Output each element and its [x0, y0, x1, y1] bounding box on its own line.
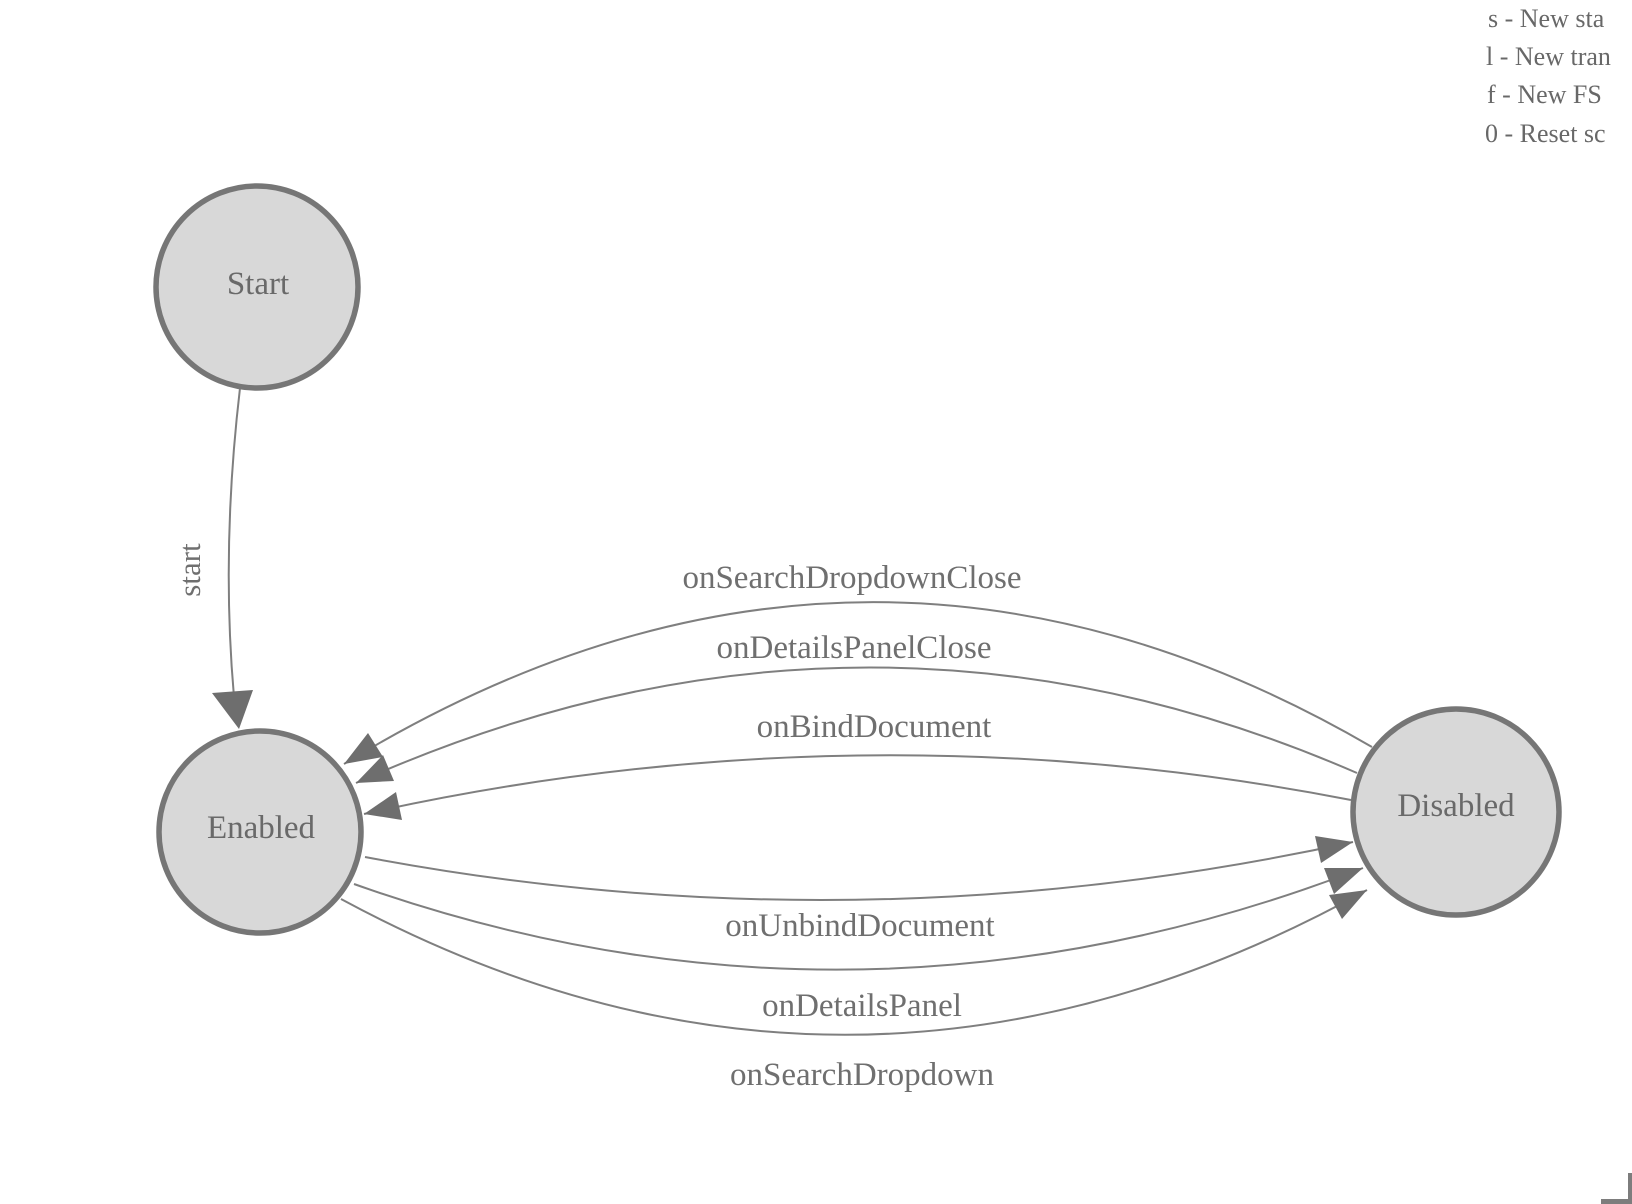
transition-onSearchDropdown: onSearchDropdown: [340, 889, 1368, 1093]
transition-label-start: start: [172, 543, 207, 597]
arrowhead-icon: [356, 755, 394, 783]
transition-start: start: [172, 387, 253, 729]
transition-onDetailsPanelClose-path[interactable]: [355, 666, 1358, 784]
state-disabled[interactable]: Disabled: [1350, 706, 1562, 918]
transition-label-onSearchDropdown: onSearchDropdown: [730, 1057, 994, 1093]
transition-label-onDetailsPanel: onDetailsPanel: [762, 988, 962, 1024]
arrowhead-icon: [1324, 868, 1363, 894]
shortcut-legend: s - New sta l - New tran f - New FS 0 - …: [1485, 4, 1611, 148]
state-enabled-label: Enabled: [207, 810, 316, 846]
state-start-label: Start: [227, 266, 289, 302]
transition-label-onUnbindDocument: onUnbindDocument: [725, 908, 994, 944]
legend-line-new-state: s - New sta: [1488, 4, 1605, 33]
transition-label-onDetailsPanelClose: onDetailsPanelClose: [717, 630, 992, 666]
arrowhead-icon: [1315, 836, 1353, 863]
state-start-circle[interactable]: [153, 183, 361, 391]
state-disabled-circle[interactable]: [1350, 706, 1562, 918]
transition-label-onBindDocument: onBindDocument: [757, 709, 992, 745]
corner-mark-horizontal: [1601, 1199, 1632, 1204]
legend-line-new-transition: l - New tran: [1486, 42, 1611, 71]
transition-onSearchDropdown-path[interactable]: [340, 889, 1368, 1036]
transition-start-path[interactable]: [227, 387, 241, 698]
transition-onSearchDropdownClose-path[interactable]: [343, 601, 1373, 765]
transition-onDetailsPanel-path[interactable]: [353, 867, 1364, 971]
state-enabled-circle[interactable]: [156, 728, 364, 936]
transition-onUnbindDocument-path[interactable]: [364, 841, 1354, 902]
state-enabled[interactable]: Enabled: [156, 728, 364, 936]
canvas-corner-mark: [1601, 1173, 1632, 1204]
arrowhead-icon: [344, 733, 383, 764]
transition-onBindDocument-path[interactable]: [363, 754, 1352, 815]
transition-onBindDocument: onBindDocument: [363, 709, 1352, 820]
transition-onUnbindDocument: onUnbindDocument: [364, 836, 1354, 944]
legend-line-reset: 0 - Reset sc: [1485, 119, 1606, 148]
state-start[interactable]: Start: [153, 183, 361, 391]
legend-line-new-fsm: f - New FS: [1487, 80, 1602, 109]
corner-mark-vertical: [1628, 1173, 1632, 1204]
transition-label-onSearchDropdownClose: onSearchDropdownClose: [682, 560, 1021, 596]
arrowhead-icon: [1329, 890, 1367, 919]
transition-onDetailsPanel: onDetailsPanel: [353, 867, 1364, 1024]
arrowhead-icon: [212, 690, 253, 729]
arrowhead-icon: [364, 792, 402, 820]
transition-onSearchDropdownClose: onSearchDropdownClose: [343, 560, 1373, 765]
transition-onDetailsPanelClose: onDetailsPanelClose: [355, 630, 1358, 784]
state-disabled-label: Disabled: [1397, 788, 1515, 824]
